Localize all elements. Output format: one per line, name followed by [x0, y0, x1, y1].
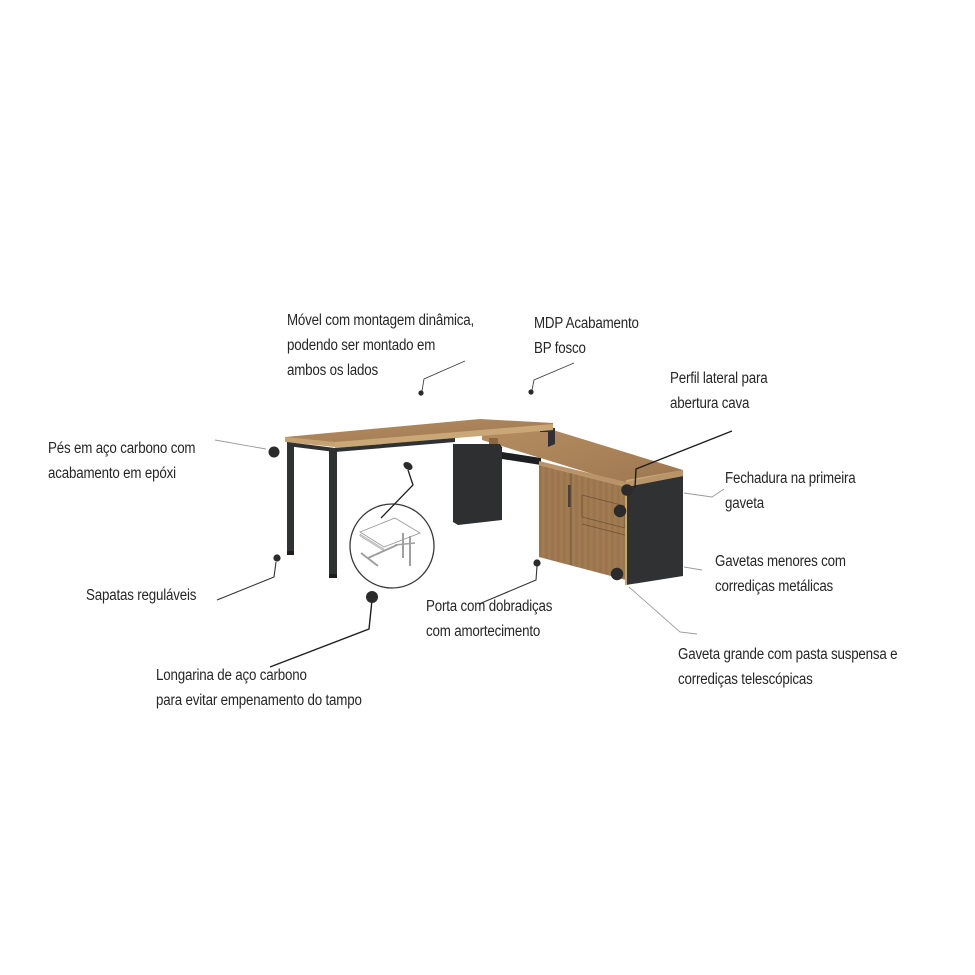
annotation-line: Gavetas menores com — [715, 553, 846, 570]
annotation-montagem-dinamica: Móvel com montagem dinâmica, podendo ser… — [287, 308, 474, 383]
annotation-fechadura: Fechadura na primeira gaveta — [725, 466, 856, 516]
annotation-line: Sapatas reguláveis — [86, 587, 197, 604]
annotation-perfil-lateral: Perfil lateral para abertura cava — [670, 366, 768, 416]
annotation-pes-aco-carbono: Pés em aço carbono com acabamento em epó… — [48, 436, 196, 486]
annotation-line: MDP Acabamento — [534, 315, 639, 332]
annotation-gavetas-menores: Gavetas menores com corrediças metálicas — [715, 549, 846, 599]
annotation-line: corrediças telescópicas — [678, 671, 813, 688]
annotation-line: acabamento em epóxi — [48, 465, 176, 482]
annotation-line: Perfil lateral para — [670, 370, 768, 387]
callout-leaders — [214, 360, 733, 668]
annotation-line: Gaveta grande com pasta suspensa e — [678, 646, 898, 663]
annotation-line: corrediças metálicas — [715, 578, 834, 595]
annotation-line: Fechadura na primeira — [725, 470, 856, 487]
annotation-line: Móvel com montagem dinâmica, — [287, 312, 475, 329]
annotation-line: para evitar empenamento do tampo — [156, 692, 362, 709]
annotation-gaveta-grande: Gaveta grande com pasta suspensa e corre… — [678, 642, 898, 692]
annotation-mdp-acabamento: MDP Acabamento BP fosco — [534, 311, 639, 361]
panel-leg — [453, 444, 502, 525]
annotation-sapatas-regulaveis: Sapatas reguláveis — [86, 583, 196, 608]
annotation-line: Pés em aço carbono com — [48, 440, 196, 457]
annotation-line: com amortecimento — [426, 623, 541, 640]
annotation-line: gaveta — [725, 495, 764, 512]
annotation-porta-dobradicas: Porta com dobradiças com amortecimento — [426, 594, 552, 644]
annotation-line: podendo ser montado em — [287, 337, 436, 354]
annotation-line: abertura cava — [670, 395, 750, 412]
annotation-line: Longarina de aço carbono — [156, 667, 307, 684]
annotation-line: BP fosco — [534, 340, 586, 357]
annotation-line: ambos os lados — [287, 362, 378, 379]
side-cabinet — [539, 461, 683, 585]
main-desk — [285, 419, 553, 578]
annotation-line: Porta com dobradiças — [426, 598, 553, 615]
annotation-longarina: Longarina de aço carbono para evitar emp… — [156, 663, 362, 713]
frame-detail-inset — [349, 503, 435, 589]
